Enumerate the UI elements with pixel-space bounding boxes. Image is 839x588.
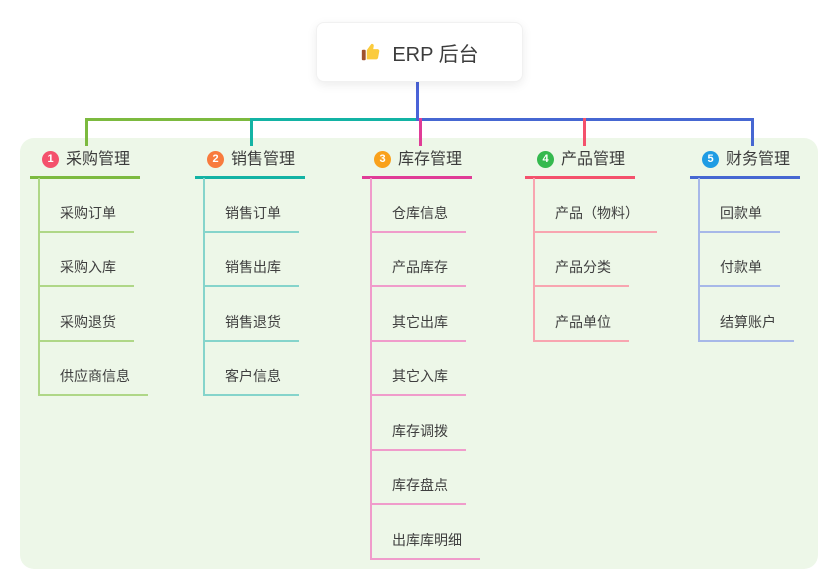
child-node[interactable]: 产品分类 [535,257,629,287]
connector-drop-branch-4 [583,118,586,146]
branch-title-label: 销售管理 [231,151,296,168]
branch-node-3[interactable]: 3 库存管理 [362,149,473,179]
child-node[interactable]: 采购订单 [40,203,134,233]
child-row: 出库库明细 [372,505,480,560]
branch-badge-2: 2 [207,151,224,168]
child-node[interactable]: 付款单 [700,257,780,287]
child-row: 销售退货 [205,287,299,342]
child-node[interactable]: 其它出库 [372,312,466,342]
connector-drop-branch-1 [85,118,88,146]
branch-badge-3: 3 [374,151,391,168]
child-node[interactable]: 销售出库 [205,257,299,287]
connector-bus-branch-5 [419,118,753,121]
child-node[interactable]: 产品（物料） [535,203,657,233]
branch-node-5[interactable]: 5 财务管理 [690,149,801,179]
child-row: 结算账户 [700,287,794,342]
thumbs-up-icon [362,43,380,61]
branch-node-4[interactable]: 4 产品管理 [525,149,636,179]
child-node[interactable]: 仓库信息 [372,203,466,233]
child-row: 付款单 [700,233,794,287]
branch-children-5: 回款单付款单结算账户 [698,178,794,342]
child-row: 产品库存 [372,233,480,287]
child-row: 采购退货 [40,287,148,342]
child-row: 回款单 [700,178,794,233]
branch-title-label: 库存管理 [398,151,463,168]
child-node[interactable]: 回款单 [700,203,780,233]
child-node[interactable]: 结算账户 [700,312,794,342]
child-node[interactable]: 出库库明细 [372,530,480,560]
child-node[interactable]: 销售订单 [205,203,299,233]
child-row: 销售出库 [205,233,299,287]
connector-root-stem [416,82,419,121]
child-node[interactable]: 客户信息 [205,366,299,396]
root-node-label: ERP 后台 [392,43,479,66]
branch-badge-5: 5 [702,151,719,168]
branch-title-label: 产品管理 [561,151,626,168]
child-row: 采购订单 [40,178,148,233]
connector-bus-branch-2 [250,118,421,121]
branch-title-label: 财务管理 [726,151,791,168]
child-row: 销售订单 [205,178,299,233]
branch-children-2: 销售订单销售出库销售退货客户信息 [203,178,299,396]
child-node[interactable]: 供应商信息 [40,366,148,396]
connector-drop-branch-5 [751,118,754,146]
child-node[interactable]: 其它入库 [372,366,466,396]
child-node[interactable]: 库存盘点 [372,475,466,505]
child-row: 其它出库 [372,287,480,342]
child-row: 库存盘点 [372,451,480,505]
branch-children-3: 仓库信息产品库存其它出库其它入库库存调拨库存盘点出库库明细 [370,178,480,560]
child-row: 采购入库 [40,233,148,287]
child-row: 库存调拨 [372,396,480,451]
branch-children-1: 采购订单采购入库采购退货供应商信息 [38,178,148,396]
branch-children-4: 产品（物料） 产品分类产品单位 [533,178,657,342]
branches-panel [20,138,818,569]
child-row: 产品（物料） [535,178,657,233]
connector-drop-branch-2 [250,118,253,146]
child-node[interactable]: 采购退货 [40,312,134,342]
branch-node-1[interactable]: 1 采购管理 [30,149,141,179]
child-row: 其它入库 [372,342,480,396]
branch-node-2[interactable]: 2 销售管理 [195,149,306,179]
branch-title-label: 采购管理 [66,151,131,168]
child-row: 客户信息 [205,342,299,396]
branch-badge-4: 4 [537,151,554,168]
connector-drop-branch-3 [419,118,422,146]
child-node[interactable]: 采购入库 [40,257,134,287]
child-node[interactable]: 库存调拨 [372,421,466,451]
root-node[interactable]: ERP 后台 [316,22,523,82]
child-row: 供应商信息 [40,342,148,396]
child-node[interactable]: 销售退货 [205,312,299,342]
child-row: 仓库信息 [372,178,480,233]
child-node[interactable]: 产品库存 [372,257,466,287]
child-row: 产品分类 [535,233,657,287]
branch-badge-1: 1 [42,151,59,168]
child-row: 产品单位 [535,287,657,342]
child-node[interactable]: 产品单位 [535,312,629,342]
